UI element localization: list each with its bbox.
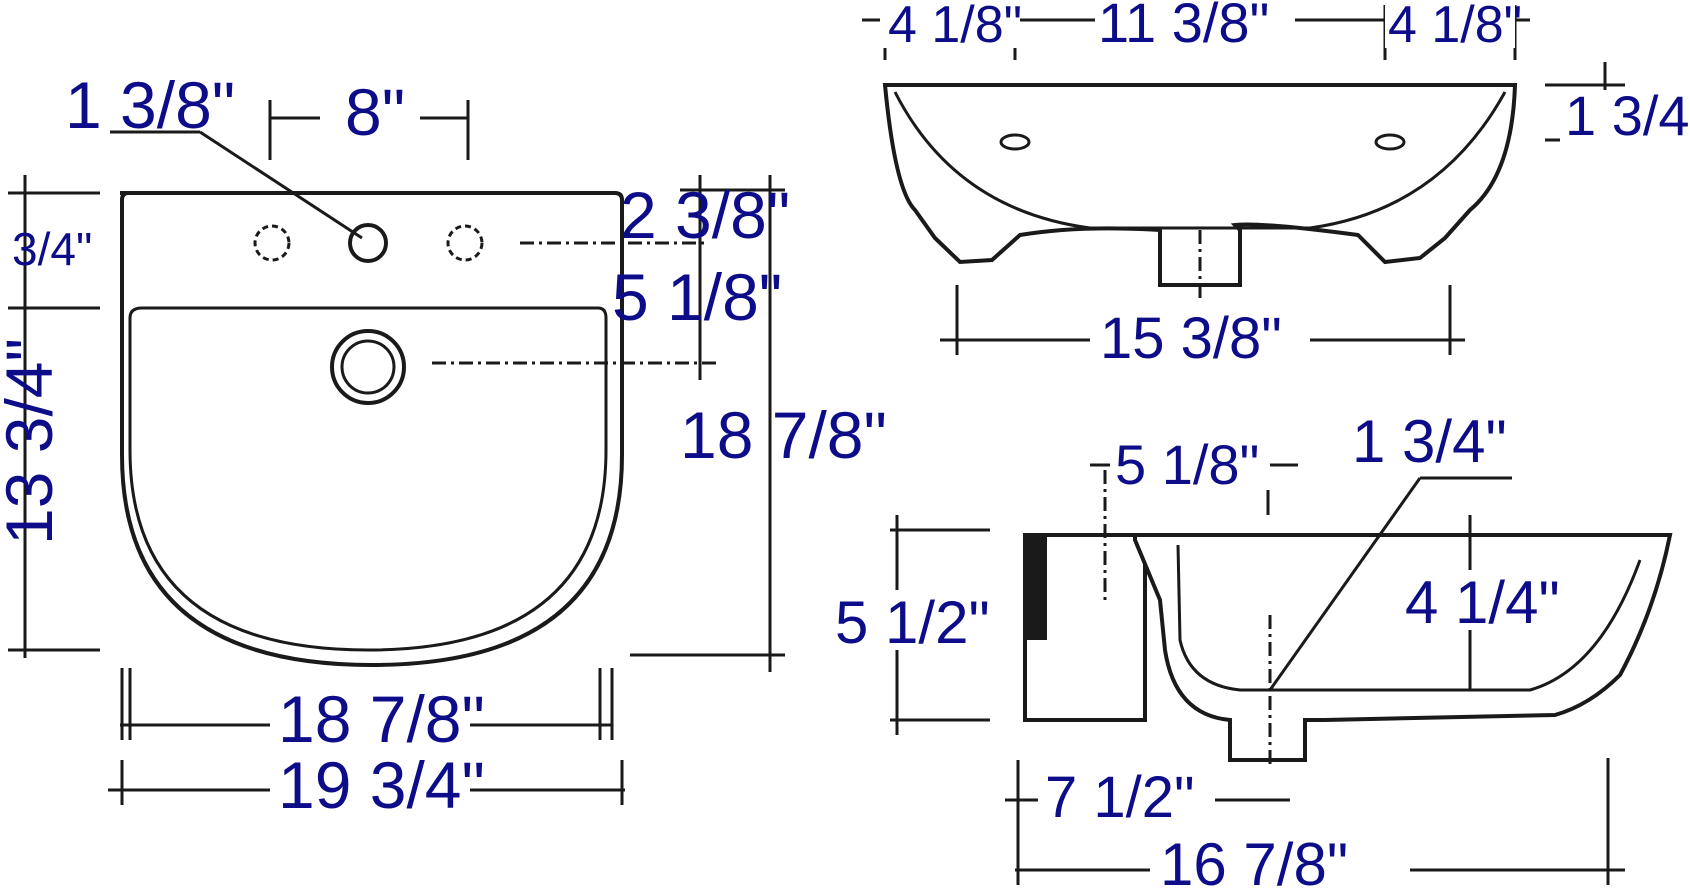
label-faucet-hole: 1 3/8" xyxy=(65,68,235,142)
label-front-rim-height: 1 3/4 xyxy=(1565,84,1690,147)
faucet-hole-right xyxy=(446,224,484,262)
front-hole-right xyxy=(1374,133,1406,151)
label-overall-depth: 18 7/8" xyxy=(680,398,887,472)
label-section-deck: 5 1/8" xyxy=(1115,433,1259,496)
label-bowl-width: 18 7/8" xyxy=(278,682,485,756)
label-drain-to-back: 5 1/8" xyxy=(612,260,782,334)
label-section-drain-offset: 7 1/2" xyxy=(1045,765,1195,830)
front-view: 4 1/8" 11 3/8" 4 1/8" 1 3/4 15 3/8" xyxy=(862,0,1690,371)
front-hole-left xyxy=(999,133,1031,151)
drain-inner xyxy=(340,339,396,395)
label-front-side-right: 4 1/8" xyxy=(1388,0,1522,54)
label-deck-depth: 3/4" xyxy=(12,223,92,275)
section-bowl-inner xyxy=(1176,544,1642,692)
label-section-height: 5 1/2" xyxy=(835,589,990,656)
label-section-drain: 1 3/4" xyxy=(1352,408,1507,475)
section-bowl-outline xyxy=(1133,533,1673,762)
section-deck-wall xyxy=(1027,537,1047,640)
label-front-middle: 11 3/8" xyxy=(1098,0,1269,54)
label-hole-spacing: 8" xyxy=(345,75,405,149)
section-view: 5 1/8" 1 3/4" 4 1/4" 5 1/2" 7 1/2" 16 7/… xyxy=(830,408,1673,890)
section-drain-leader xyxy=(1268,477,1422,691)
faucet-hole-leader xyxy=(199,130,363,240)
label-overall-width: 19 3/4" xyxy=(278,748,485,822)
top-view-outer-outline xyxy=(120,191,624,668)
drain-outer xyxy=(330,329,406,405)
top-view: 1 3/8" 8" 3/4" 2 3/8" 5 1/8" 18 7/8" 13 … xyxy=(0,68,887,822)
label-hole-to-back: 2 3/8" xyxy=(620,178,790,252)
label-front-base-width: 15 3/8" xyxy=(1100,306,1282,371)
faucet-hole-center xyxy=(348,223,388,263)
label-section-overall: 16 7/8" xyxy=(1160,831,1348,890)
label-section-bowl-depth: 4 1/4" xyxy=(1405,569,1560,636)
label-bowl-depth: 13 3/4" xyxy=(0,338,66,545)
front-view-inner-curve xyxy=(893,91,1507,230)
label-front-side-left: 4 1/8" xyxy=(888,0,1022,54)
front-view-outline xyxy=(882,83,1518,287)
faucet-hole-left xyxy=(253,224,291,262)
top-view-bowl-outline xyxy=(128,306,608,652)
